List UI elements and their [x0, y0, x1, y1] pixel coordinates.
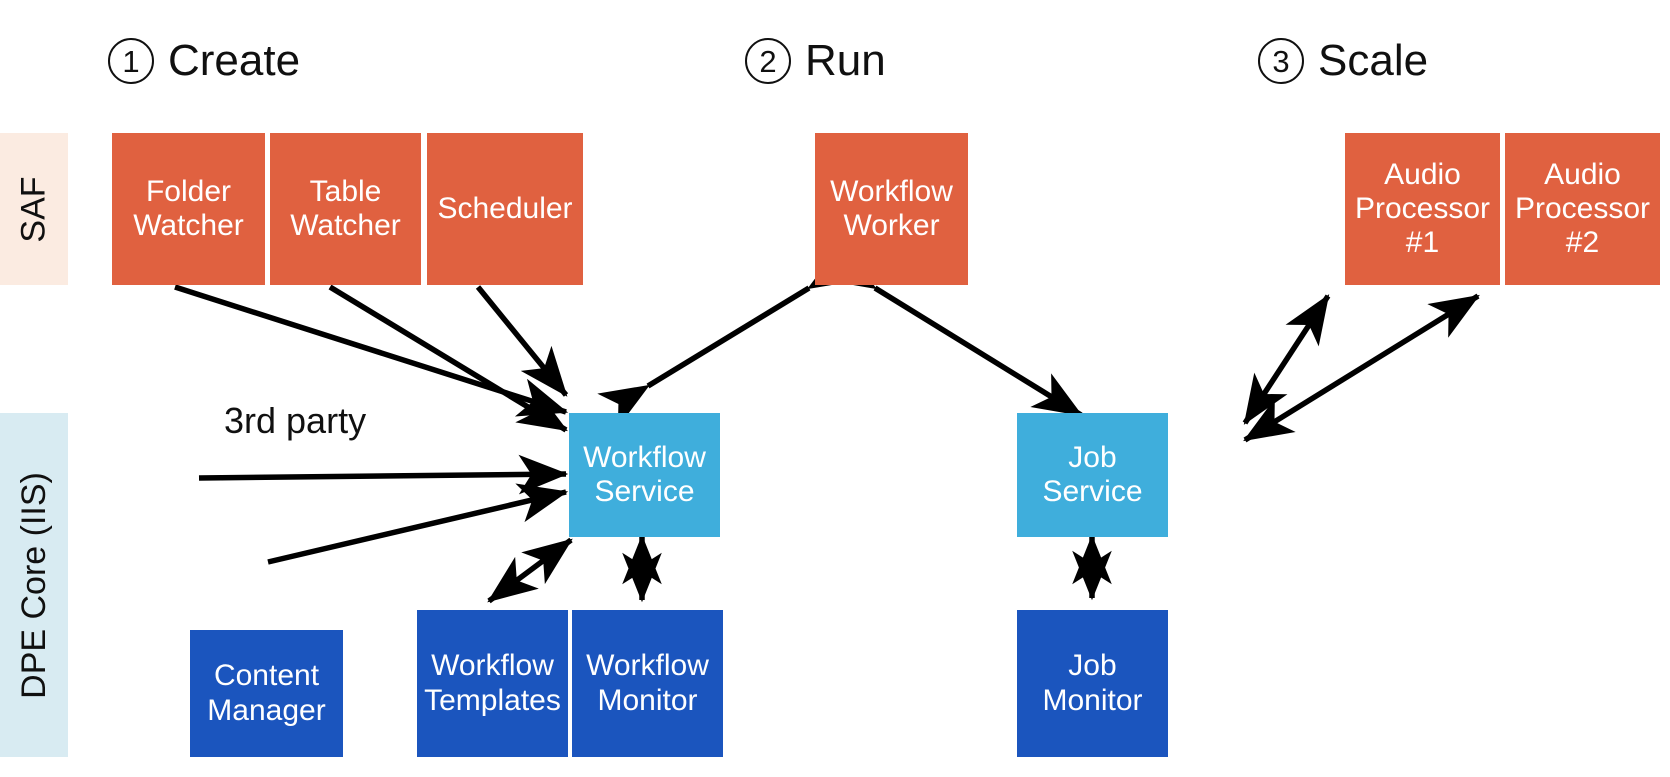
node-label-workflow-service: Workflow Service [583, 440, 706, 508]
node-audio-processor-1[interactable]: Audio Processor #1 [1345, 133, 1500, 285]
swimlane-label-dpe-core: DPE Core (IIS) [14, 471, 53, 699]
node-label-workflow-templates: Workflow Templates [424, 649, 561, 717]
phase-label-run: Run [805, 36, 886, 85]
node-table-watcher[interactable]: Table Watcher [270, 133, 421, 285]
node-label-workflow-monitor: Workflow Monitor [586, 649, 709, 717]
swimlane-label-saf: SAF [14, 175, 53, 243]
node-label-folder-watcher: Folder Watcher [133, 174, 244, 242]
swimlane-band-dpe-core: DPE Core (IIS) [0, 413, 68, 757]
connector-job-service-to-audio-processor-2 [1243, 293, 1480, 443]
phase-header-run: 2 Run [745, 38, 886, 84]
phase-header-create: 1 Create [108, 38, 300, 84]
node-job-service[interactable]: Job Service [1017, 413, 1168, 537]
node-scheduler[interactable]: Scheduler [427, 133, 583, 285]
phase-label-scale: Scale [1318, 36, 1429, 85]
phase-number-1: 1 [108, 38, 154, 84]
connector-job-service-to-audio-processor-1 [1242, 294, 1331, 425]
node-label-table-watcher: Table Watcher [290, 174, 401, 242]
phase-number-3: 3 [1258, 38, 1304, 84]
connector-content-manager-to-workflow-service [267, 483, 569, 565]
node-folder-watcher[interactable]: Folder Watcher [112, 133, 265, 285]
node-label-workflow-worker: Workflow Worker [830, 174, 953, 242]
node-workflow-service[interactable]: Workflow Service [569, 413, 720, 537]
node-job-monitor[interactable]: Job Monitor [1017, 610, 1168, 757]
node-audio-processor-2[interactable]: Audio Processor #2 [1505, 133, 1660, 285]
node-workflow-templates[interactable]: Workflow Templates [417, 610, 568, 757]
node-content-manager[interactable]: Content Manager [190, 630, 343, 757]
connector-workflow-worker-to-workflow-service [597, 246, 860, 428]
node-label-job-monitor: Job Monitor [1042, 649, 1143, 717]
node-label-job-service: Job Service [1042, 440, 1143, 508]
phase-number-2: 2 [745, 38, 791, 84]
annotation-third-party: 3rd party [224, 400, 367, 441]
node-label-audio-processor-1: Audio Processor #1 [1354, 157, 1491, 260]
node-label-audio-processor-2: Audio Processor #2 [1514, 157, 1651, 260]
connector-workflow-worker-to-job-service [824, 246, 1083, 418]
connector-third-party-to-workflow-service [198, 454, 569, 495]
phase-label-create: Create [168, 36, 301, 85]
phase-header-scale: 3 Scale [1258, 38, 1428, 84]
connector-scheduler-to-workflow-service [475, 285, 569, 397]
swimlane-band-saf: SAF [0, 133, 68, 285]
node-label-content-manager: Content Manager [207, 659, 326, 727]
node-label-scheduler: Scheduler [437, 191, 573, 225]
node-workflow-monitor[interactable]: Workflow Monitor [572, 610, 723, 757]
connector-folder-watcher-to-workflow-service [174, 284, 569, 417]
connector-workflow-service-to-workflow-templates [487, 537, 573, 604]
node-workflow-worker[interactable]: Workflow Worker [815, 133, 968, 285]
